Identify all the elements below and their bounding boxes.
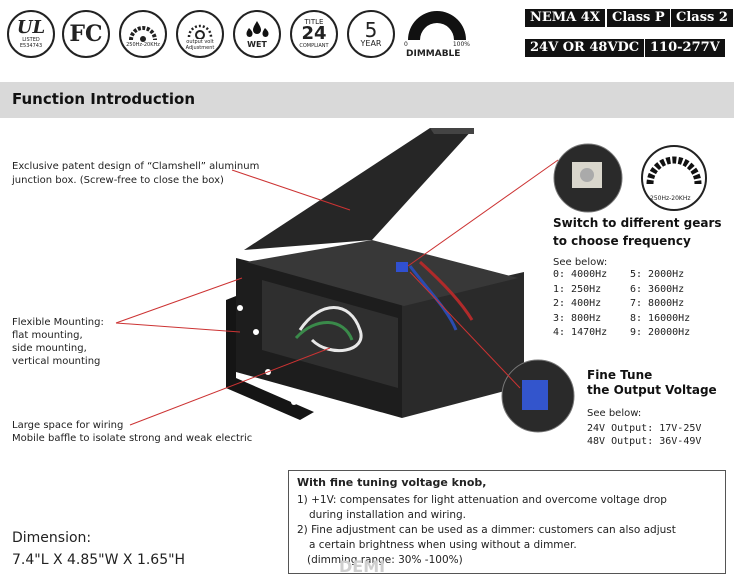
gear-switch-dial	[580, 168, 594, 182]
title24-badge: TITLE 24 COMPLIANT	[290, 10, 338, 58]
clamshell-callout-line	[231, 169, 351, 211]
fcc-badge: FC	[62, 10, 110, 58]
ul-listed-badge: UL LISTED E534743	[7, 10, 55, 58]
class-2-spec: Class 2	[671, 9, 733, 27]
compliant-label: COMPLIANT	[299, 43, 329, 49]
clamshell-callout-line-1: Exclusive patent design of “Clamshell” a…	[12, 161, 260, 172]
terminal-block	[396, 262, 408, 272]
water-drops-icon	[246, 20, 269, 37]
title-number: 24	[301, 23, 327, 44]
finetune-see-below: See below:	[587, 408, 642, 419]
green-wire	[294, 321, 354, 341]
class-p-spec: Class P	[607, 9, 670, 27]
section-title: Function Introduction	[12, 90, 196, 108]
gear-item: 8: 16000Hz	[630, 312, 691, 324]
notes-line-2: during installation and wiring.	[309, 509, 467, 521]
wiring-callout-line-2: Mobile baffle to isolate strong and weak…	[12, 433, 253, 444]
gears-title-2: to choose frequency	[553, 234, 691, 248]
wet-label: WET	[247, 39, 267, 49]
gear-item: 6: 3600Hz	[630, 283, 685, 295]
mounting-callout-line	[115, 322, 241, 333]
gear-item: 5: 2000Hz	[630, 269, 685, 280]
notes-title: With fine tuning voltage knob,	[297, 476, 487, 489]
voltage-adjust-badge: output volt Adjustment	[176, 10, 224, 58]
clamshell-lid	[244, 128, 474, 250]
gear-item: 3: 800Hz	[553, 312, 602, 324]
wiring-callout-line	[129, 347, 331, 426]
mounting-callout-heading: Flexible Mounting:	[12, 317, 104, 328]
dimmable-label: DIMMABLE	[406, 49, 461, 59]
dimension-label: Dimension:	[12, 530, 92, 546]
notes-line-4: a certain brightness when using without …	[309, 539, 577, 551]
notes-line-1: 1) +1V: compensates for light attenuatio…	[297, 494, 667, 506]
gear-item: 4: 1470Hz	[553, 327, 608, 338]
nema-spec: NEMA 4X	[525, 9, 605, 27]
frequency-range-label: 250Hz-20KHz	[126, 42, 160, 48]
box-side-face	[402, 272, 524, 418]
voltage-in-spec: 110-277V	[645, 39, 725, 57]
gears-list-right: 5: 2000Hz 6: 3600Hz 7: 8000Hz 8: 16000Hz…	[630, 268, 690, 341]
mounting-flange	[226, 296, 314, 420]
ul-listed-label: LISTED	[22, 37, 40, 43]
clamshell-lid-edge	[430, 128, 474, 134]
voltage-knob-notes: With fine tuning voltage knob, 1) +1V: c…	[288, 470, 726, 576]
section-header: Function Introduction	[0, 82, 734, 118]
box-inner-wall	[262, 280, 398, 388]
finetune-title-1: Fine Tune	[587, 368, 653, 382]
dim-min-label: 0	[404, 41, 408, 48]
year-number: 5	[364, 17, 378, 42]
frequency-dial-icon	[129, 26, 157, 42]
ul-logo: UL	[16, 17, 46, 38]
mount-hole	[253, 329, 259, 335]
finetune-48v: 48V Output: 36V-49V	[587, 436, 702, 447]
mounting-callout-flat: flat mounting,	[12, 330, 83, 341]
finetune-title-2: the Output Voltage	[587, 383, 717, 397]
frequency-inset-label: 250Hz-20KHz	[650, 195, 691, 202]
voltage-out-spec: 24V OR 48VDC	[525, 39, 645, 57]
notes-line-5: (dimming range: 30% -100%)	[307, 554, 463, 566]
dimmable-arc-icon	[408, 11, 466, 40]
year-label: YEAR	[360, 38, 382, 48]
adjustment-label: Adjustment	[185, 45, 215, 51]
gear-item: 2: 400Hz	[553, 298, 602, 309]
clamshell-callout-line-2: junction box. (Screw-free to close the b…	[12, 175, 224, 186]
five-year-badge: 5 YEAR	[347, 10, 395, 58]
gear-item: 7: 8000Hz	[630, 298, 685, 309]
mounting-callout-vertical: vertical mounting	[12, 356, 101, 367]
dimension-value: 7.4"L X 4.85"W X 1.65"H	[12, 552, 186, 568]
frequency-badge: 250Hz-20KHz	[119, 10, 167, 58]
gears-list-left: 0: 4000Hz 1: 250Hz 2: 400Hz 3: 800Hz 4: …	[553, 268, 607, 341]
fcc-logo: FC	[69, 21, 103, 47]
gears-see-below: See below:	[553, 257, 608, 268]
wiring-callout-line-1: Large space for wiring	[12, 420, 124, 431]
gear-item: 1: 250Hz	[553, 283, 602, 295]
wet-badge: WET	[233, 10, 281, 58]
watermark: DEMI	[339, 557, 386, 576]
gears-title-1: Switch to different gears	[553, 216, 722, 230]
gear-item: 9: 20000Hz	[630, 327, 691, 338]
mount-hole	[237, 305, 243, 311]
frequency-inset-badge	[641, 145, 707, 211]
mount-hole	[291, 399, 297, 405]
output-volt-label: output volt	[186, 39, 214, 45]
voltage-knob-icon	[187, 24, 213, 39]
mounting-callout-line	[115, 277, 243, 324]
mounting-callout-side: side mounting,	[12, 343, 87, 354]
gear-callout-line	[407, 159, 559, 267]
callout-lines	[115, 159, 559, 426]
red-wire	[418, 260, 474, 321]
dimmable-badge: 0 100% DIMMABLE	[402, 8, 472, 64]
ul-number: E534743	[19, 43, 43, 49]
white-wire	[298, 306, 363, 353]
voltage-knob-part	[522, 380, 548, 410]
notes-line-3: 2) Fine adjustment can be used as a dimm…	[297, 524, 676, 536]
gear-item: 0: 4000Hz	[553, 269, 608, 280]
frequency-inset-arc-icon	[646, 156, 702, 185]
title-word: TITLE	[304, 18, 324, 26]
dim-max-label: 100%	[452, 41, 470, 48]
finetune-24v: 24V Output: 17V-25V	[587, 423, 702, 434]
knob-callout-line	[409, 271, 521, 389]
